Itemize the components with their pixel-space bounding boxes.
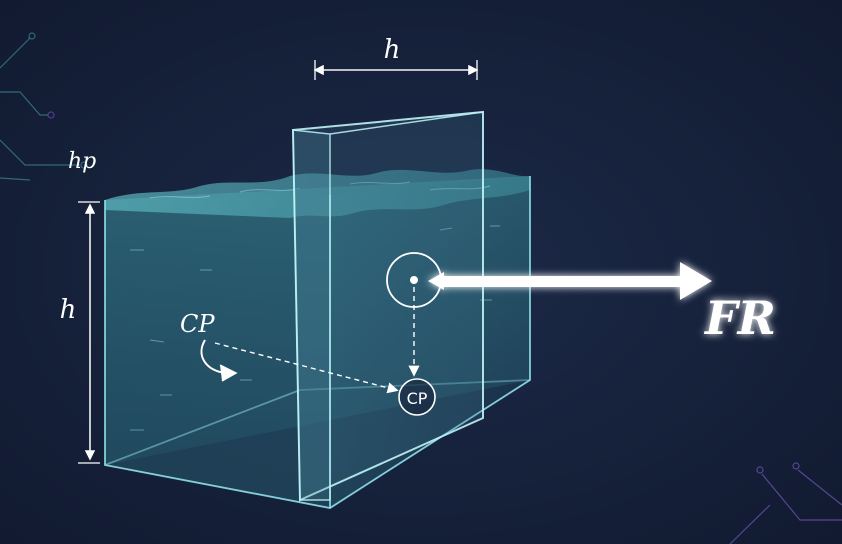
force-label: FR <box>703 291 776 345</box>
tank-side-face <box>330 176 530 508</box>
cp-dashed-connector <box>214 342 399 394</box>
tank-front-face <box>105 195 330 508</box>
cp-circle-marker <box>398 378 436 416</box>
left-dimension-label: h <box>60 295 77 325</box>
hp-label: hp <box>68 149 96 174</box>
gate-plate <box>291 110 484 502</box>
cp-circle-label: CP <box>407 389 428 408</box>
top-dimension-label: h <box>384 35 401 65</box>
circuit-decoration-icon <box>0 32 88 181</box>
cp-left-label: CP <box>180 310 215 338</box>
circuit-decoration-icon <box>729 462 842 544</box>
force-arrow-icon <box>428 262 712 300</box>
water-surface <box>105 169 530 218</box>
top-dimension <box>313 60 479 80</box>
curved-arrow-icon <box>200 339 238 382</box>
left-dimension <box>78 201 100 464</box>
